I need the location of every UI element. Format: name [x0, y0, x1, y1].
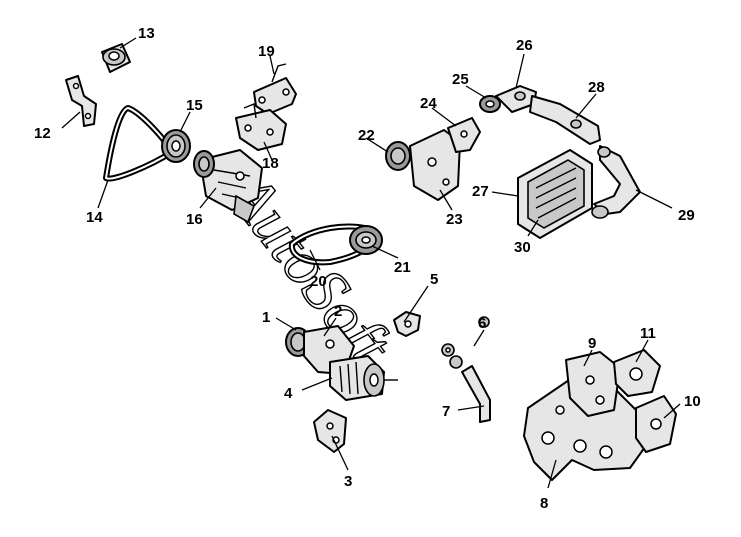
leader-28: [575, 93, 597, 119]
leader-3: [331, 435, 349, 471]
callout-20: 20: [310, 273, 327, 290]
part-7-hose: [461, 365, 491, 423]
callout-16: 16: [186, 211, 203, 228]
callout-21: 21: [394, 259, 411, 276]
part-3-bracket: [313, 409, 347, 453]
part-14-v-belt: [103, 105, 175, 182]
callout-24: 24: [420, 95, 437, 112]
callout-23: 23: [446, 211, 463, 228]
leader-23: [439, 189, 453, 211]
callout-30: 30: [514, 239, 531, 256]
leader-13: [119, 37, 137, 49]
callout-5: 5: [430, 271, 438, 288]
part-29-pipe: [591, 145, 641, 219]
part-15-pulley: [161, 129, 191, 163]
part-30-radiator-core: [527, 159, 585, 229]
part-22-valve: [385, 141, 411, 171]
callout-22: 22: [358, 127, 375, 144]
part-12-bracket: [65, 75, 97, 127]
leader-21: [371, 245, 399, 259]
leader-25: [465, 85, 487, 99]
part-16-alternator: [193, 149, 263, 224]
leader-29: [635, 189, 673, 209]
callout-8: 8: [540, 495, 548, 512]
leader-12: [61, 111, 81, 129]
leader-10: [663, 403, 681, 419]
callout-labels: 1 2 3 4 5 6 7 8 9 10 11 12 13 14 15 16 1…: [34, 25, 701, 512]
callout-27: 27: [472, 183, 489, 200]
callout-25: 25: [452, 71, 469, 88]
part-9-manifold-flange: [565, 351, 621, 417]
callout-2: 2: [334, 303, 342, 320]
callout-14: 14: [86, 209, 103, 226]
leader-27: [491, 191, 519, 197]
callout-28: 28: [588, 79, 605, 96]
leader-16: [199, 187, 217, 209]
leader-9: [583, 349, 593, 367]
part-4-electric-motor: [329, 355, 398, 401]
leader-20: [309, 249, 321, 271]
callout-12: 12: [34, 125, 51, 142]
leader-4: [301, 377, 333, 391]
part-6-nut: [441, 316, 490, 369]
callout-7: 7: [442, 403, 450, 420]
callout-19: 19: [258, 43, 275, 60]
leader-26: [515, 53, 525, 89]
part-28-hose: [529, 95, 601, 145]
callout-4: 4: [284, 385, 293, 402]
leader-11: [635, 339, 649, 363]
callout-15: 15: [186, 97, 203, 114]
callout-9: 9: [588, 335, 596, 352]
leader-2: [323, 317, 337, 337]
leader-6: [473, 329, 485, 347]
callout-26: 26: [516, 37, 533, 54]
leader-15: [179, 111, 191, 133]
leader-24: [431, 107, 457, 127]
leader-1: [275, 317, 297, 331]
part-23-valve-body: [409, 129, 461, 201]
leader-lines: [61, 37, 681, 489]
part-26-hose: [495, 85, 537, 113]
leader-22: [365, 137, 389, 153]
part-11-flange: [613, 349, 661, 397]
callout-10: 10: [684, 393, 701, 410]
part-25-union: [479, 95, 501, 113]
leader-19: [269, 55, 275, 75]
callout-1: 1: [262, 309, 270, 326]
part-21-pulley: [349, 225, 383, 255]
part-13-bush: [101, 43, 131, 73]
callout-3: 3: [344, 473, 352, 490]
leader-30: [527, 219, 539, 237]
callout-18: 18: [262, 155, 279, 172]
leader-7: [457, 405, 485, 411]
part-19-bracket: [253, 63, 297, 115]
callout-6: 6: [478, 315, 486, 332]
callout-11: 11: [640, 325, 656, 342]
leader-5: [403, 285, 429, 323]
part-18-bracket: [235, 103, 287, 151]
part-24-lever: [447, 117, 481, 153]
callout-29: 29: [678, 207, 695, 224]
part-5-clamp: [393, 311, 421, 337]
part-10-flange: [635, 395, 677, 453]
leader-14: [97, 179, 109, 209]
leader-8: [547, 459, 557, 489]
callout-13: 13: [138, 25, 155, 42]
leader-18: [263, 141, 273, 161]
